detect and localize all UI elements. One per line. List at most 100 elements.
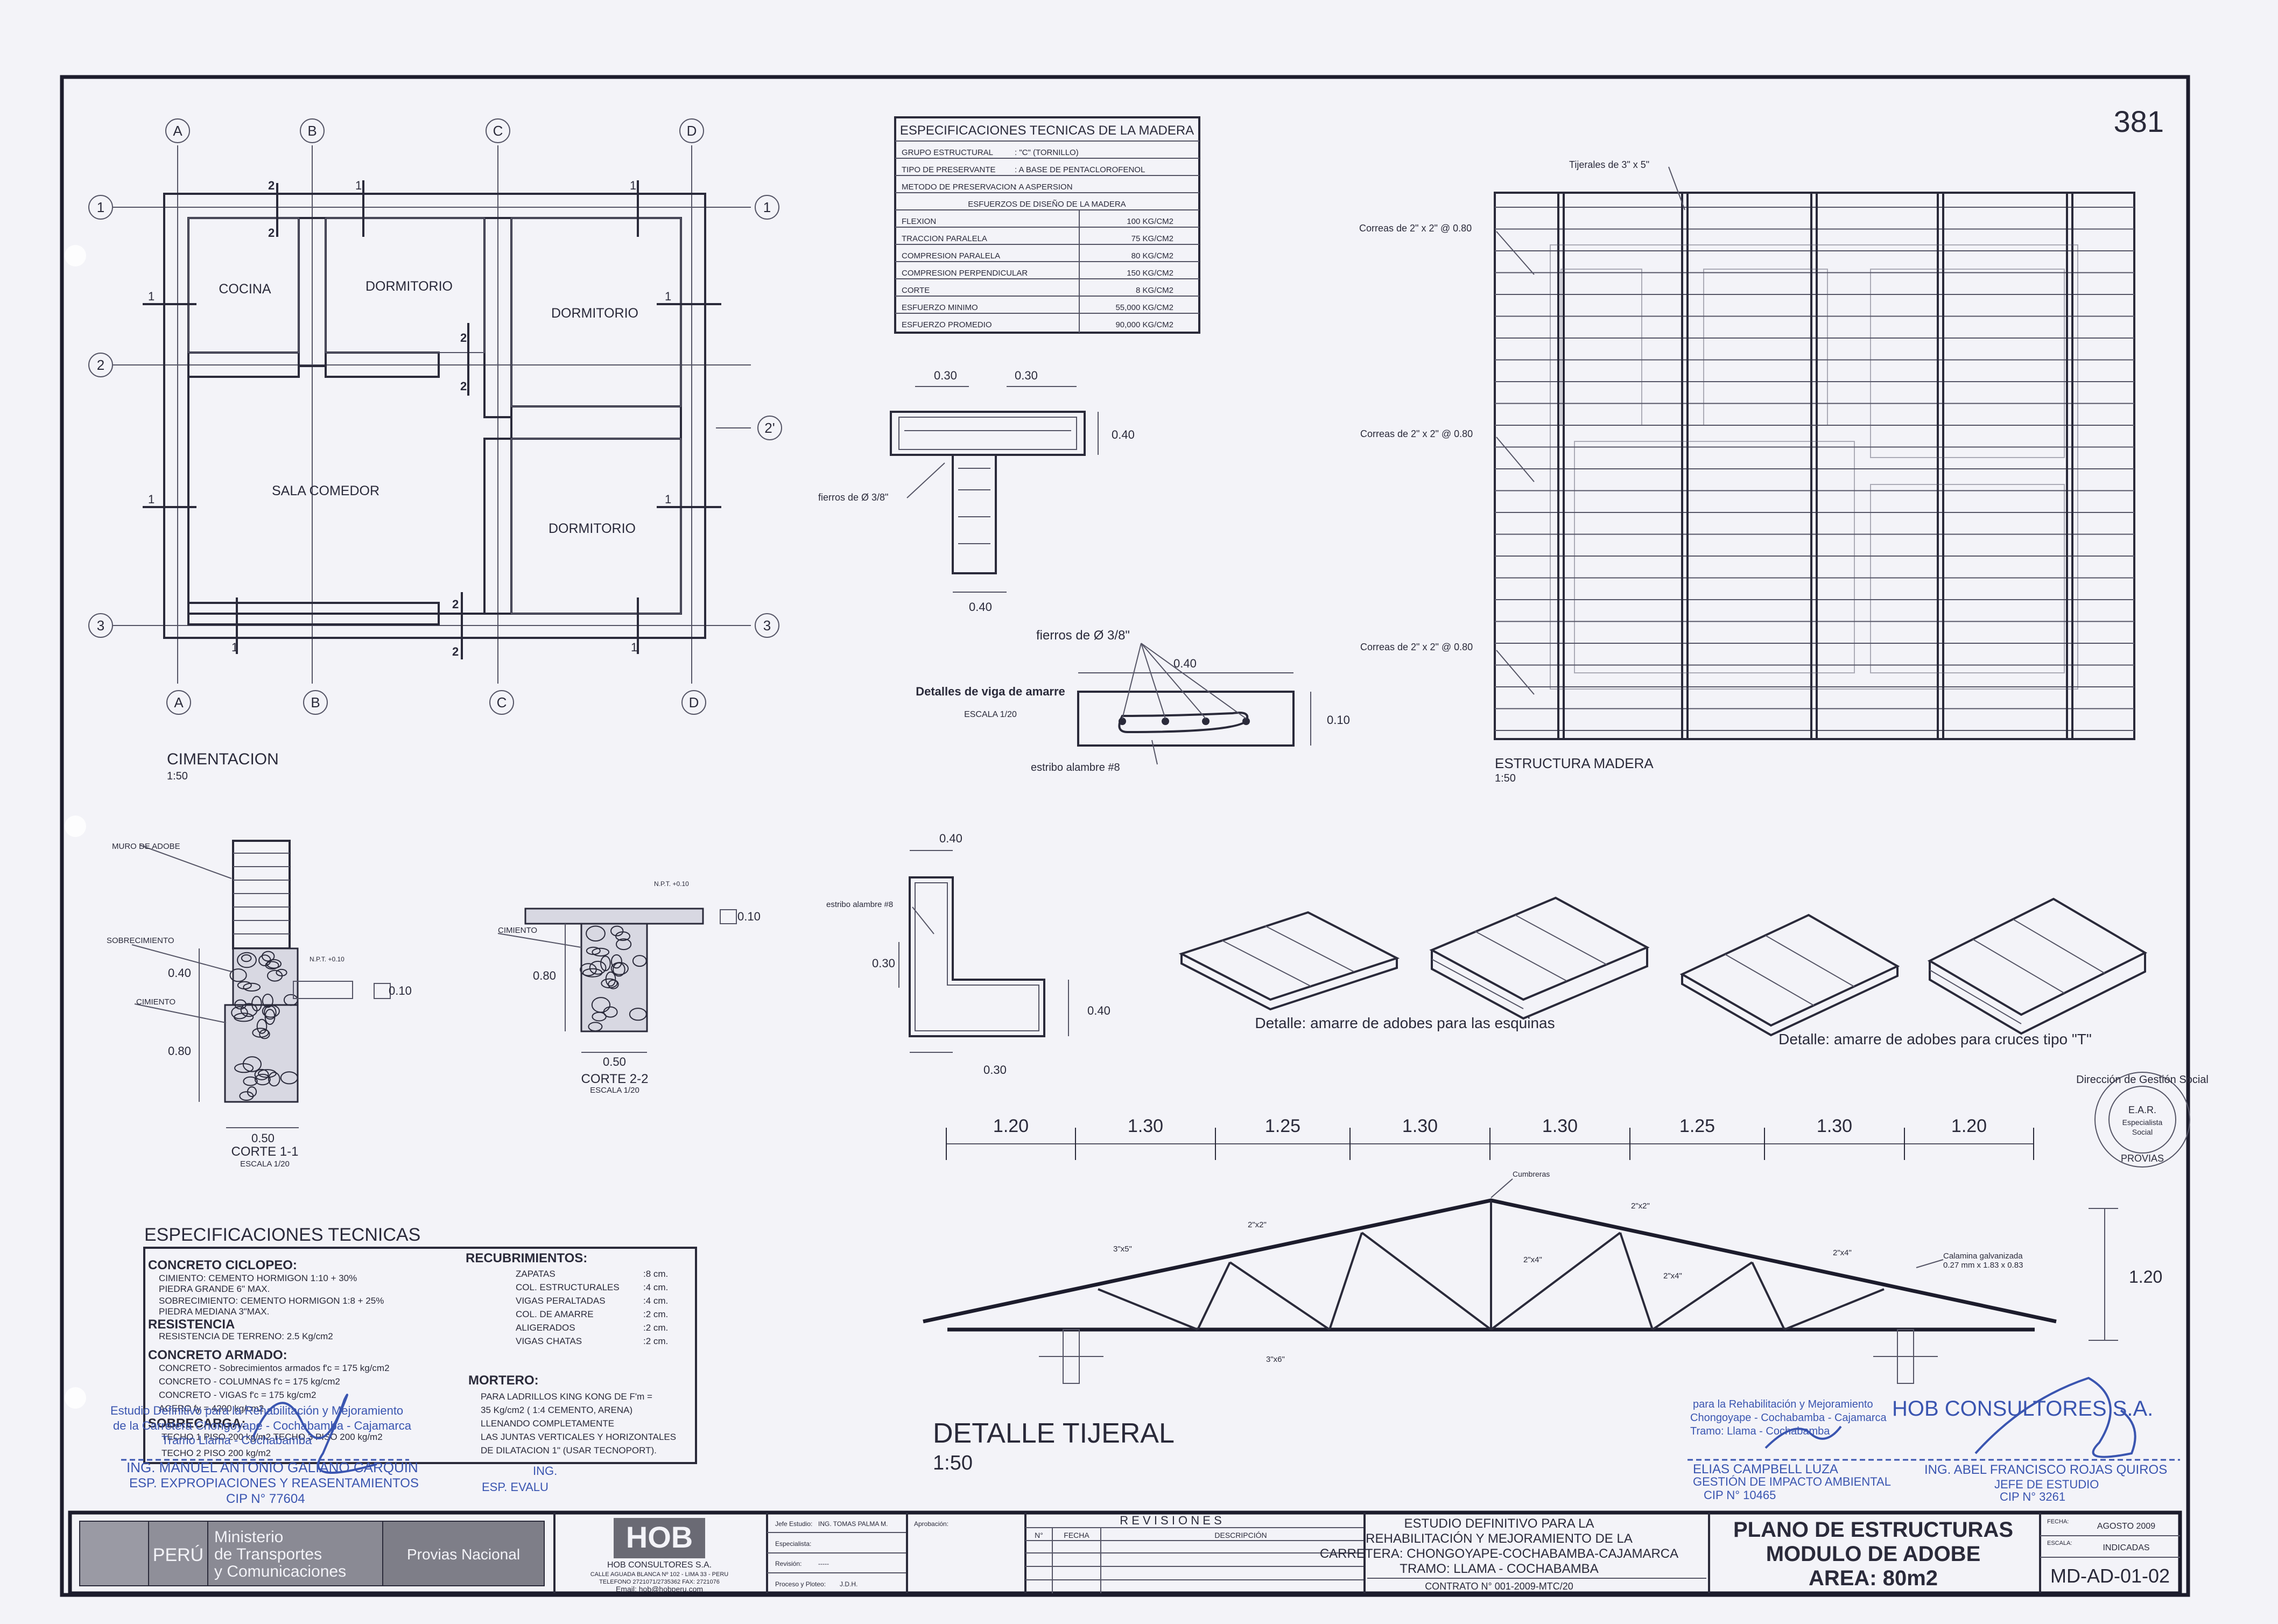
cover-val: :2 cm.: [643, 1336, 668, 1346]
tb-process-value: J.D.H.: [840, 1580, 857, 1588]
stamp-left-line: Tramo Llama - Cochabamba: [161, 1433, 312, 1447]
corner-dim: 0.30: [872, 957, 895, 970]
stone-mark: [588, 1022, 603, 1032]
room-label-bedroom-2: DORMITORIO: [551, 306, 638, 321]
stone-mark: [632, 955, 647, 967]
stress-label: FLEXION: [902, 217, 936, 226]
signature-left: [252, 1394, 377, 1474]
room-label-bedroom-3: DORMITORIO: [549, 521, 636, 536]
wood-spec-label: TIPO DE PRESERVANTE: [902, 165, 996, 174]
section-mark-1: 1: [231, 641, 238, 654]
corner-dim: 0.30: [983, 1063, 1007, 1077]
section-mark-2: 2: [268, 179, 275, 192]
axis-label-bottom-d: D: [689, 694, 699, 711]
beam-dim: 0.40: [1112, 428, 1135, 441]
corner-column-detail: 0.40 0.30 0.30 0.40 estribo alambre #8: [826, 832, 1110, 1077]
stirrup-label: estribo alambre #8: [1031, 762, 1120, 774]
wood-structure-title: ESTRUCTURA MADERA: [1495, 755, 1654, 771]
stone-mark: [629, 1008, 647, 1021]
tech-specs: ESPECIFICACIONES TECNICAS CONCRETO CICLO…: [143, 1225, 697, 1464]
stone-mark: [610, 954, 622, 969]
truss-spacing-label: 1.25: [1265, 1116, 1300, 1136]
tb-ministry-1: Ministerio: [214, 1528, 283, 1546]
stone-mark: [240, 1003, 258, 1017]
axis-label-right-2-prime: 2': [764, 420, 775, 436]
hob-logo-icon: [614, 1518, 705, 1558]
stone-mark: [241, 954, 252, 962]
tb-ministry-3: y Comunicaciones: [214, 1563, 346, 1580]
tb-study-1: ESTUDIO DEFINITIVO PARA LA: [1404, 1516, 1594, 1531]
foundation-plan-scale: 1:50: [167, 770, 188, 782]
tb-date-value: AGOSTO 2009: [2097, 1522, 2155, 1531]
tb-rev-col: N°: [1035, 1531, 1043, 1539]
purlin-label: Correas de 2" x 2" @ 0.80: [1360, 428, 1473, 439]
stone-mark: [580, 963, 597, 976]
wood-structure-plan: Tijerales de 3" x 5" Correas de 2" x 2" …: [1359, 159, 2135, 784]
truss-title: DETALLE TIJERAL: [933, 1418, 1175, 1449]
stress-label: CORTE: [902, 286, 930, 295]
axis-label-top-c: C: [493, 123, 503, 139]
stone-mark: [258, 954, 271, 966]
mortar-line: LLENANDO COMPLETAMENTE: [481, 1418, 614, 1429]
tie-beam-title: Detalles de viga de amarre: [916, 685, 1065, 698]
corner-dim: 0.40: [1087, 1004, 1110, 1017]
cover-key: COL. ESTRUCTURALES: [516, 1282, 620, 1292]
section1-label-wall: MURO DE ADOBE: [112, 842, 180, 851]
cover-val: :4 cm.: [643, 1296, 668, 1306]
cover-key: ALIGERADOS: [516, 1323, 575, 1333]
tb-study-2: REHABILITACIÓN Y MEJORAMIENTO DE LA: [1366, 1531, 1633, 1546]
spec-line: SOBRECARGA:: [148, 1416, 245, 1431]
stone-mark: [276, 968, 287, 976]
stress-value: 8 KG/CM2: [1136, 286, 1173, 295]
truss-member-label: 2"x2": [1631, 1201, 1650, 1211]
stone-mark: [234, 1063, 254, 1073]
adobe-tee-caption: Detalle: amarre de adobes para cruces ti…: [1778, 1031, 2092, 1047]
stone-mark: [265, 961, 279, 970]
punch-hole: [65, 245, 86, 266]
tb-study-4: TRAMO: LLAMA - COCHABAMBA: [1400, 1562, 1598, 1576]
stress-value: 55,000 KG/CM2: [1115, 303, 1173, 312]
truss-roofing-label: Calamina galvanizada: [1943, 1252, 2023, 1261]
cover-key: VIGAS PERALTADAS: [516, 1296, 606, 1306]
tb-contract: CONTRATO N° 001-2009-MTC/20: [1425, 1581, 1573, 1592]
axis-label-left-2: 2: [97, 357, 104, 373]
stress-value: 100 KG/CM2: [1127, 217, 1173, 226]
stress-label: COMPRESION PERPENDICULAR: [902, 269, 1028, 278]
mortar-line: DE DILATACION 1" (USAR TECNOPORT).: [481, 1445, 657, 1456]
truss-spacing-label: 1.30: [1817, 1116, 1852, 1136]
tb-study-3: CARRETERA: CHONGOYAPE-COCHABAMBA-CAJAMAR…: [1320, 1546, 1678, 1561]
section1-label-footing: CIMIENTO: [136, 997, 175, 1007]
stone-mark: [283, 994, 298, 1006]
truss-member-label: 2"x4": [1833, 1248, 1852, 1257]
tech-specs-title: ESPECIFICACIONES TECNICAS: [144, 1225, 420, 1245]
stone-fill: [580, 925, 647, 1032]
stone-mark: [262, 994, 273, 1008]
section-marks: 1 1 1 1 1 1 1 1 2 2 2 2 2 2: [143, 179, 721, 659]
spec-line: RESISTENCIA DE TERRENO: 2.5 Kg/cm2: [159, 1331, 333, 1341]
tie-beam-rebar-label: fierros de Ø 3/8": [1036, 628, 1130, 643]
room-label-bedroom-1: DORMITORIO: [365, 279, 453, 294]
mortar-title: MORTERO:: [468, 1373, 539, 1388]
stamp-left-cip: CIP N° 77604: [226, 1492, 305, 1506]
spec-line: CONCRETO ARMADO:: [148, 1348, 287, 1362]
wood-spec-value: : "C" (TORNILLO): [1015, 148, 1079, 157]
truss-member-label: 2"x4": [1663, 1271, 1682, 1281]
stress-value: 75 KG/CM2: [1131, 234, 1173, 243]
stamp-left-line: Estudio Definitivo para la Rehabilitació…: [110, 1404, 403, 1417]
purlin-label: Correas de 2" x 2" @ 0.80: [1360, 642, 1473, 652]
tb-plan-title-3: AREA: 80m2: [1809, 1566, 1938, 1590]
stamp-right-name: ELIAS CAMPBELL LUZA: [1693, 1462, 1838, 1477]
axis-label-top-a: A: [173, 123, 182, 139]
axis-label-bottom-a: A: [174, 694, 184, 711]
stone-mark: [256, 1018, 268, 1034]
tb-program: Provias Nacional: [407, 1546, 520, 1563]
section-2-2: 0.80 0.50 0.10 CIMIENTO N.P.T. +0.10 COR…: [497, 880, 761, 1095]
spec-line: SOBRECIMIENTO: CEMENTO HORMIGON 1:8 + 25…: [159, 1296, 384, 1306]
stone-mark: [610, 962, 629, 975]
tb-review-value: -----: [818, 1560, 829, 1567]
section2-label-npt: N.P.T. +0.10: [654, 880, 689, 888]
purlin-label: Correas de 2" x 2" @ 0.80: [1359, 223, 1472, 234]
seal-text: Social: [2132, 1128, 2153, 1136]
corner-stirrup-label: estribo alambre #8: [826, 900, 893, 909]
tb-ministry-2: de Transportes: [214, 1545, 322, 1563]
